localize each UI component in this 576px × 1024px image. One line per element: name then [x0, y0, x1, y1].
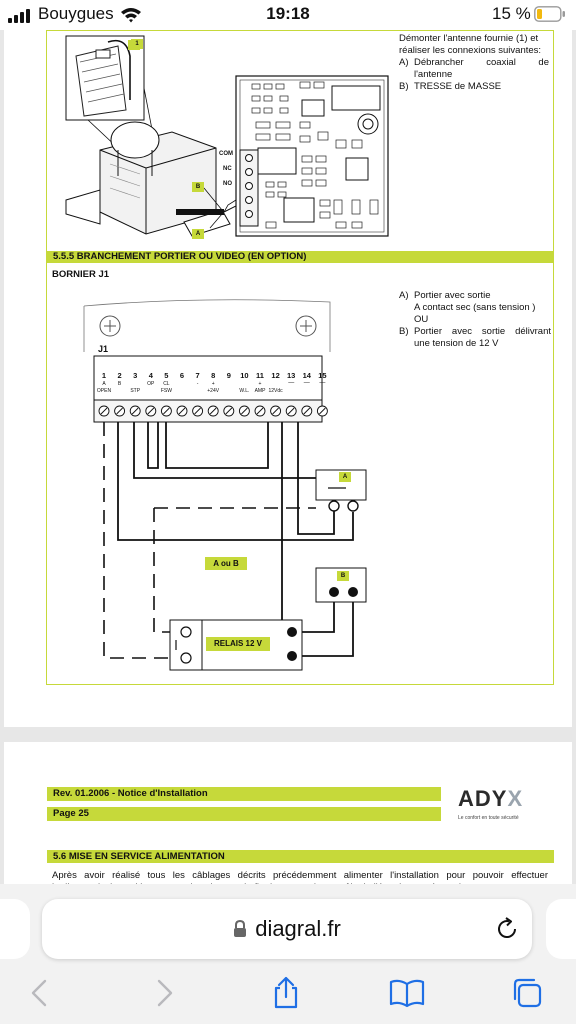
status-bar: Bouygues 19:18 15 %	[0, 0, 576, 30]
terminal-number: 4	[148, 371, 153, 380]
terminal-sub-top: OP	[147, 381, 155, 387]
terminal-minus: —	[288, 380, 295, 386]
forward-icon[interactable]	[146, 976, 180, 1010]
j1-instructions: A)Portier avec sortie A contact sec (san…	[399, 290, 551, 349]
terminal-screw-slot	[100, 407, 108, 415]
terminal-number: 13	[287, 371, 296, 380]
instruction-item: B)TRESSE de MASSE	[399, 81, 502, 92]
signal-icon	[8, 9, 30, 23]
next-tab-peek[interactable]	[546, 899, 576, 959]
terminal-screw-slot	[209, 407, 217, 415]
terminal-sub-top: +	[211, 381, 215, 387]
terminal-number: 11	[256, 371, 264, 380]
terminal-number: 2	[117, 371, 122, 380]
j1-label: J1	[98, 344, 109, 354]
marker-1: 1	[131, 39, 143, 49]
box-b-marker: B	[337, 571, 349, 581]
terminal-screw-slot	[194, 407, 201, 415]
terminal-number: 12	[271, 371, 280, 380]
terminal-number: 1	[101, 371, 107, 380]
lock-icon	[234, 920, 246, 937]
a-ou-b-label: A ou B	[205, 557, 247, 570]
clock: 19:18	[266, 4, 310, 23]
back-icon[interactable]	[24, 976, 58, 1010]
terminal-sub-top: CL	[163, 381, 170, 387]
page-number: Page 25	[47, 807, 441, 821]
terminal-number: 5	[164, 371, 169, 380]
section-title-555: 5.5.5 BRANCHEMENT PORTIER OU VIDEO (EN O…	[47, 251, 554, 263]
terminal-number: 9	[226, 371, 231, 380]
terminal-screw-slot	[303, 407, 311, 415]
section-56-paragraph: Après avoir réalisé tous les câblages dé…	[52, 870, 548, 881]
terminal-number: 10	[240, 371, 249, 380]
label-no: NO	[223, 181, 232, 187]
terminal-number: 6	[179, 371, 185, 380]
marker-a: A	[192, 229, 204, 239]
terminal-number: 14	[302, 371, 311, 380]
terminal-screw-slot	[319, 407, 326, 415]
address-bar[interactable]: diagral.fr	[42, 899, 532, 959]
terminal-screw-slot	[225, 407, 233, 415]
terminal-screw-slot	[178, 407, 186, 415]
instruction-item: l'antenne	[414, 69, 453, 80]
bornier-title: BORNIER J1	[52, 269, 110, 280]
terminal-minus: —	[303, 380, 310, 386]
label-com: COM	[219, 151, 233, 157]
share-icon[interactable]	[269, 976, 303, 1010]
tabs-icon[interactable]	[510, 976, 544, 1010]
terminal-sub-bottom: AMP	[254, 388, 266, 394]
battery-icon	[534, 6, 565, 22]
antenna-instructions: Démonter l'antenne fournie (1) et réalis…	[399, 33, 549, 93]
terminal-screw-slot	[116, 407, 123, 415]
terminal-number: 3	[133, 371, 138, 380]
logo-tagline: Le confort en toute sécurité	[458, 815, 519, 821]
terminal-sub-bottom: OPEN	[96, 388, 112, 394]
terminal-screw-slot	[163, 407, 170, 415]
reload-icon[interactable]	[494, 916, 520, 942]
label-nc: NC	[223, 166, 232, 172]
document-page-2	[4, 742, 572, 902]
terminal-sub-top: -	[196, 381, 199, 387]
terminal-sub-top: A	[102, 381, 106, 387]
carrier-name: Bouygues	[38, 4, 114, 23]
bookmarks-icon[interactable]	[388, 976, 426, 1010]
instruction-item: A)Débrancher coaxial de	[399, 57, 549, 68]
wiring-diagram	[83, 299, 367, 671]
terminal-screw-slot	[256, 407, 264, 415]
terminal-screw-slot	[287, 407, 295, 415]
terminal-screw-slot	[147, 407, 155, 415]
box-a-marker: A	[339, 472, 351, 482]
terminal-minus: —	[319, 380, 326, 386]
page-frame	[46, 30, 554, 685]
terminal-number: 7	[195, 371, 200, 380]
previous-tab-peek[interactable]	[0, 899, 30, 959]
section-title-56: 5.6 MISE EN SERVICE ALIMENTATION	[47, 850, 554, 863]
terminal-sub-bottom: W.L.	[239, 388, 250, 394]
wifi-icon	[121, 8, 141, 23]
battery-percent: 15 %	[492, 4, 531, 23]
terminal-sub-bottom: STP	[130, 388, 141, 394]
terminal-screw-slot	[131, 407, 139, 415]
terminal-sub-top: +	[258, 381, 262, 387]
terminal-sub-bottom: +24V	[207, 388, 220, 394]
terminal-number: 15	[318, 371, 327, 380]
terminal-sub-bottom: 12Vdc	[268, 388, 283, 394]
adyx-logo: ADYX	[458, 786, 524, 811]
terminal-number: 8	[211, 371, 216, 380]
marker-b: B	[192, 182, 204, 192]
antenna-intro: Démonter l'antenne fournie (1) et réalis…	[399, 33, 542, 56]
revision-bar: Rev. 01.2006 - Notice d'Installation	[47, 787, 441, 801]
terminal-sub-bottom: FSW	[160, 388, 172, 394]
terminal-sub-top: B	[117, 381, 122, 387]
relais-label: RELAIS 12 V	[206, 637, 270, 651]
url-text: diagral.fr	[255, 916, 341, 941]
terminal-screw-slot	[241, 407, 248, 415]
terminal-screw-slot	[272, 407, 279, 415]
